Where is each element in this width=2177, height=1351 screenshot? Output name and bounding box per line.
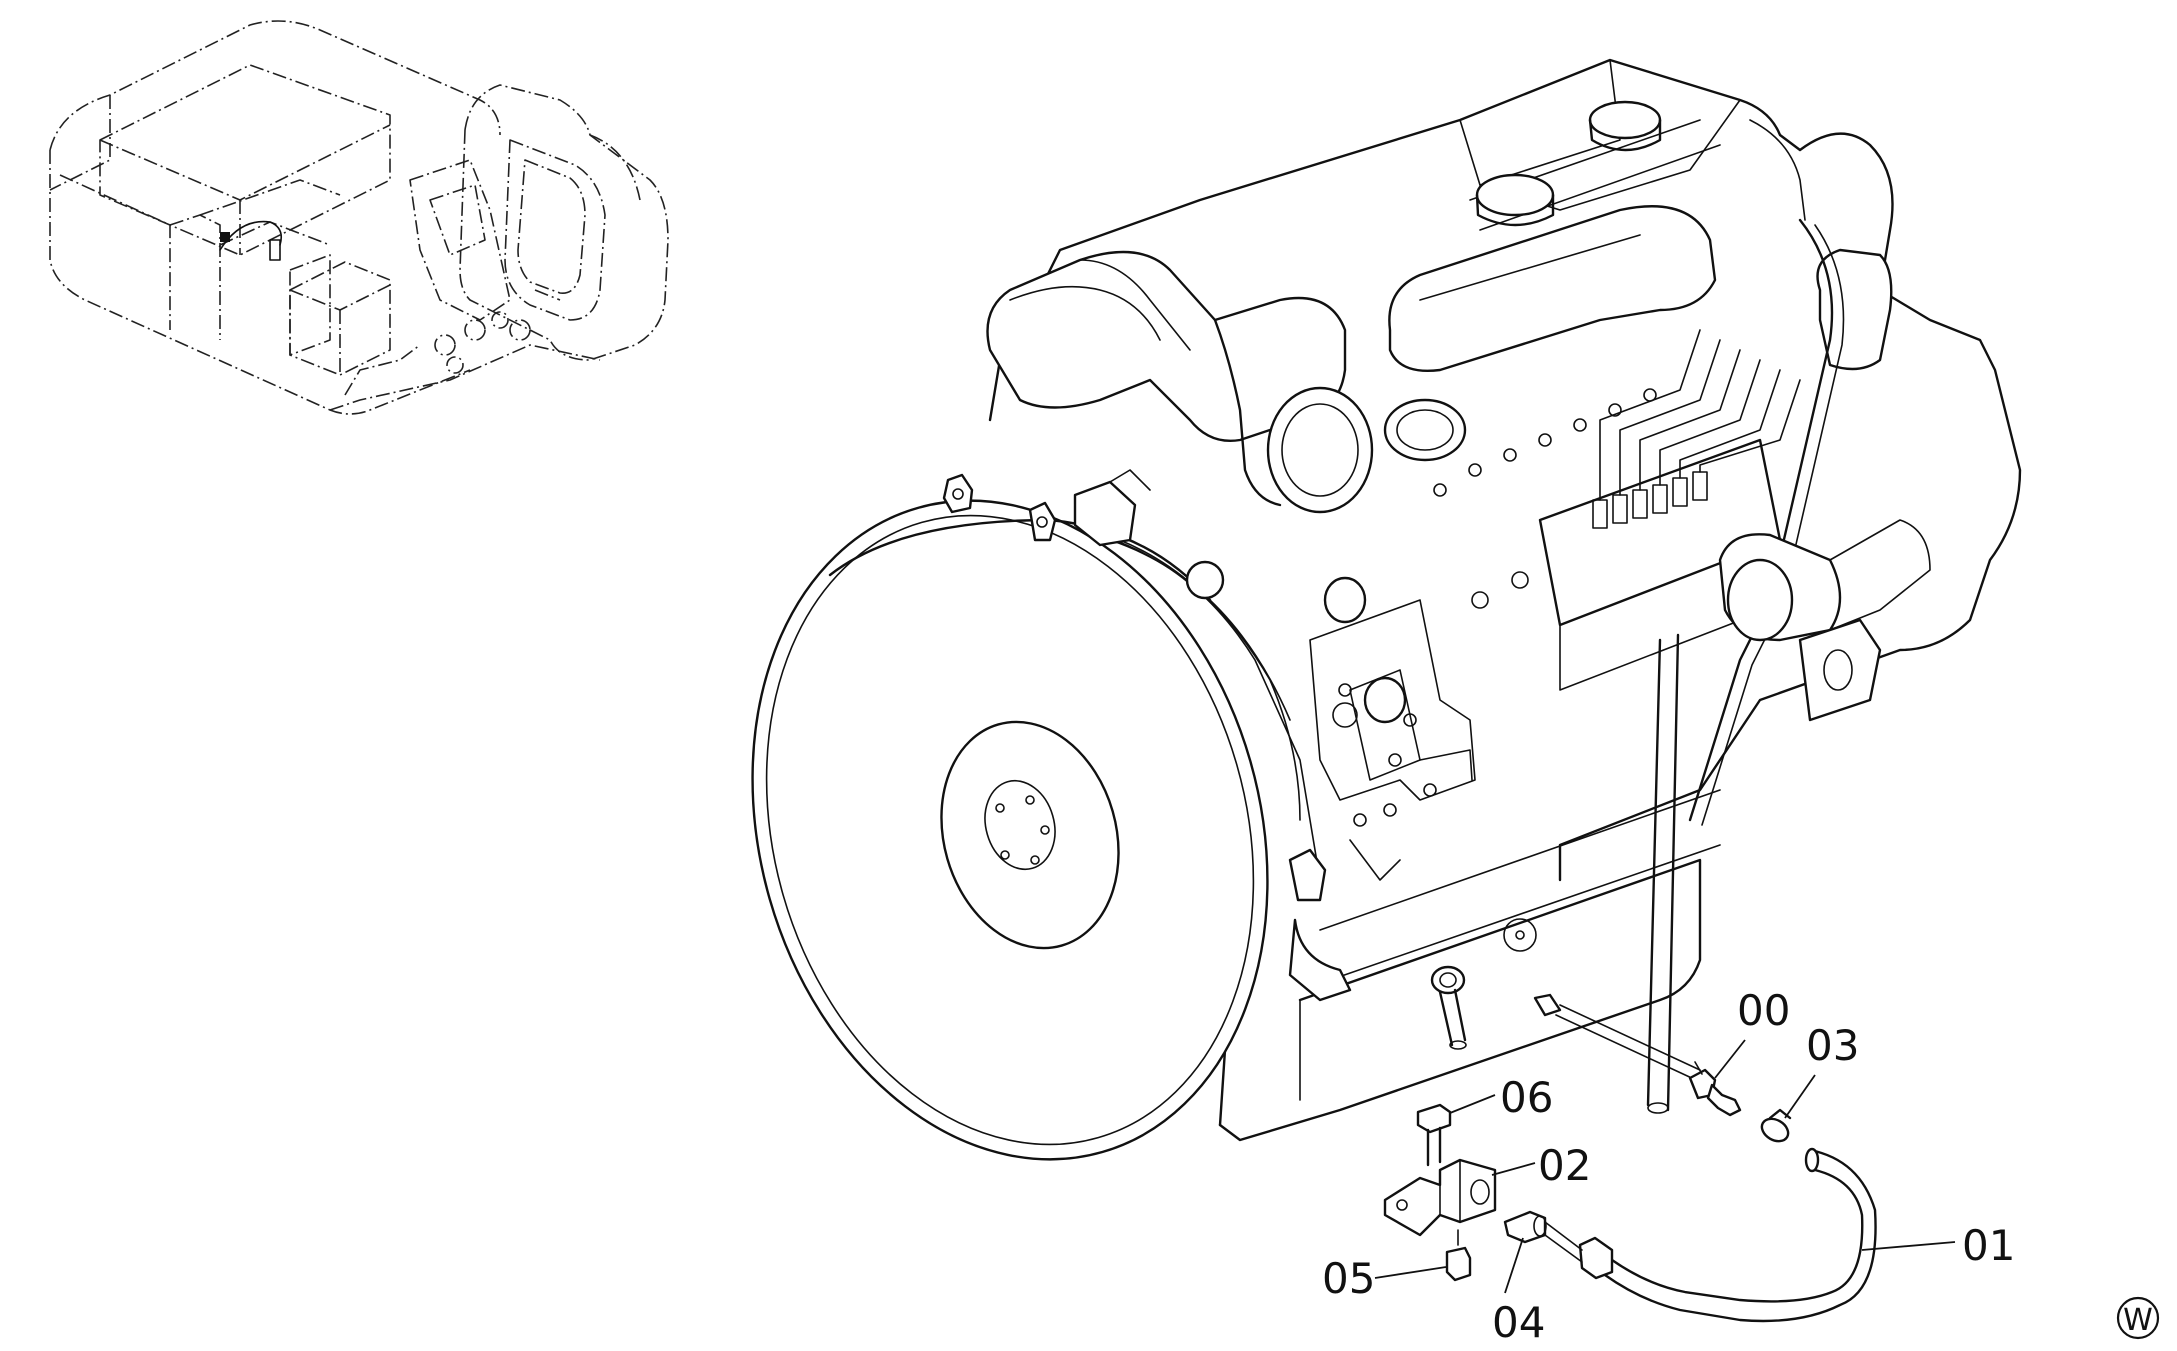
part-04-connector (1503, 1210, 1614, 1280)
part-05-cap (1445, 1229, 1472, 1282)
machine-locator-thumbnail (49, 20, 669, 415)
fuel-filler-icon (219, 220, 283, 261)
callout-02: 02 (1538, 1141, 1591, 1190)
leader-lines (1374, 1039, 1956, 1294)
callout-01: 01 (1962, 1221, 2015, 1270)
callout-04: 04 (1492, 1298, 1545, 1347)
head-bolts (1433, 388, 1657, 497)
callout-03: 03 (1806, 1021, 1859, 1070)
callout-05: 05 (1322, 1254, 1375, 1303)
part-02-bracket (1383, 1158, 1497, 1237)
flywheel-housing (751, 473, 1352, 1161)
drain-hose-parts (1383, 1061, 1877, 1323)
callout-06: 06 (1500, 1073, 1553, 1122)
part-06-bolt (1416, 1103, 1452, 1167)
part-01-drain-hose (1603, 1147, 1877, 1323)
corner-mark-circle: W (2116, 1296, 2160, 1340)
injection-lines (1592, 329, 1801, 529)
corner-mark-letter: W (2123, 1303, 2153, 1338)
callout-labels: 00 03 06 02 01 05 04 (1322, 986, 2015, 1347)
callout-00: 00 (1737, 986, 1790, 1035)
part-00-elbow-fitting (1688, 1061, 1742, 1117)
engine-assembly (751, 58, 2022, 1161)
